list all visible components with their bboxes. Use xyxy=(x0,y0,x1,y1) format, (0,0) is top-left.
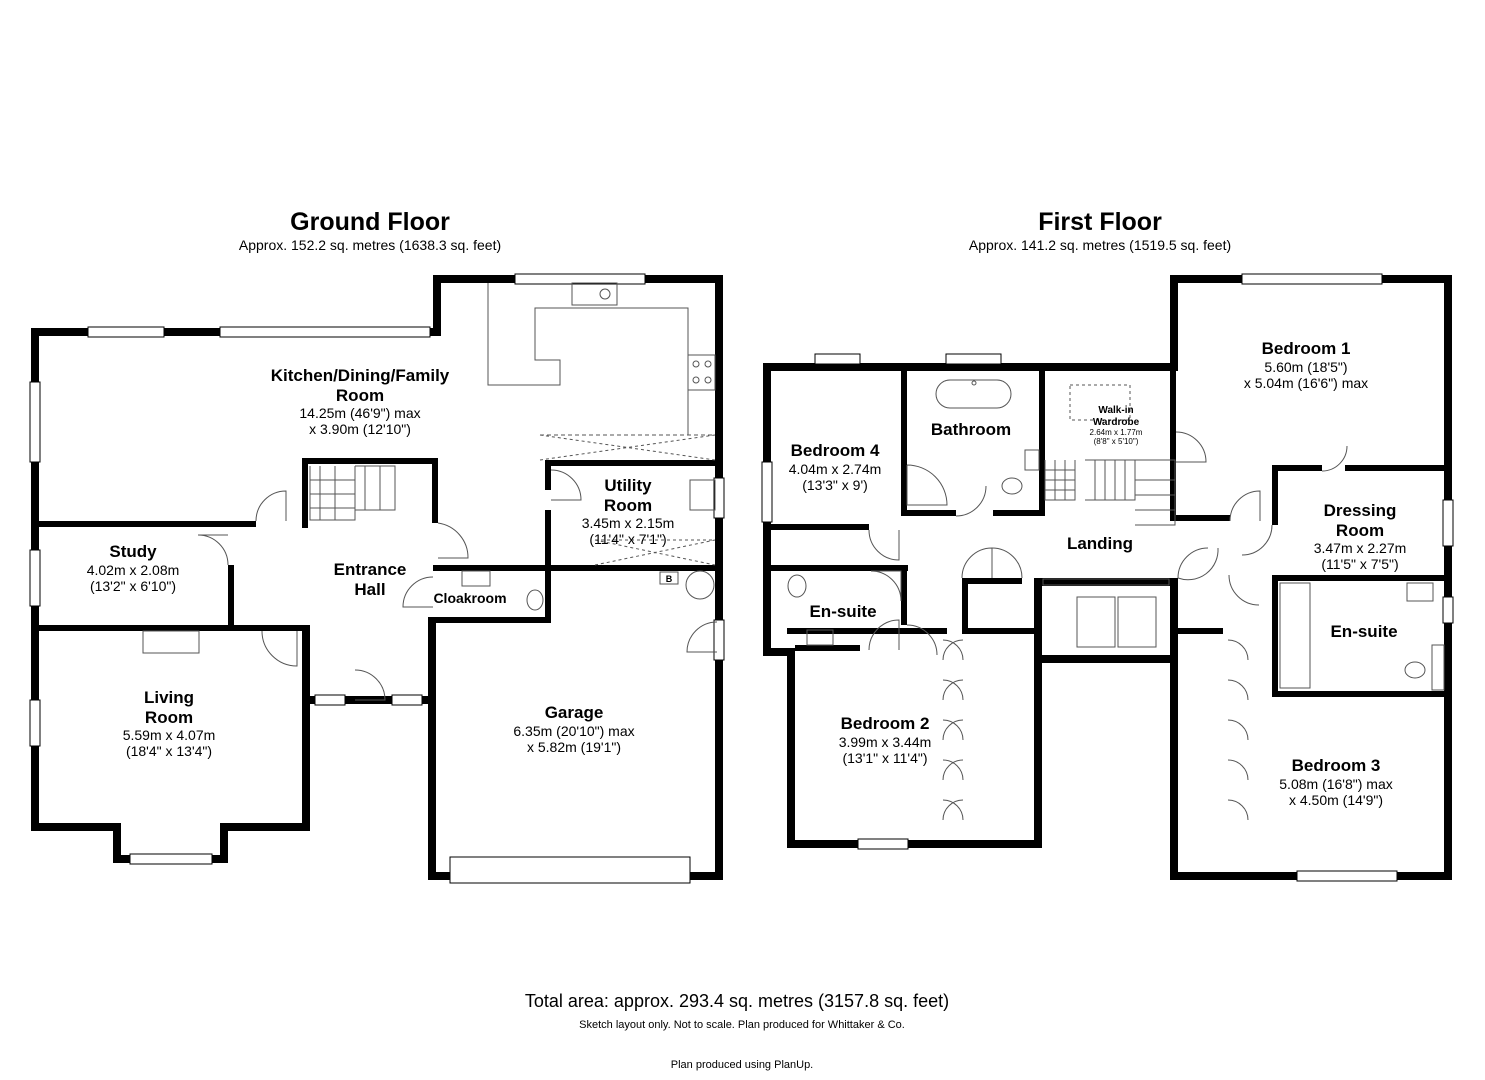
first-floor-heading: First Floor Approx. 141.2 sq. metres (15… xyxy=(969,208,1231,253)
disclaimer-note: Sketch layout only. Not to scale. Plan p… xyxy=(579,1019,905,1031)
room-name: En-suite xyxy=(1330,622,1398,641)
room-label-garage: Garage 6.35m (20'10") max x 5.82m (19'1"… xyxy=(513,703,634,755)
room-label-entrance-hall: Entrance Hall xyxy=(334,560,407,599)
room-dimensions: 4.04m x 2.74m xyxy=(788,460,882,477)
room-name: Bedroom 2 xyxy=(840,714,930,733)
room-dimensions: x 3.90m (12'10") xyxy=(309,421,411,438)
room-name: Cloakroom xyxy=(433,590,507,606)
room-label-bathroom: Bathroom xyxy=(931,420,1011,440)
room-name: Landing xyxy=(1066,534,1134,553)
room-label-bedroom-3: Bedroom 3 5.08m (16'8") max x 4.50m (14'… xyxy=(1279,756,1392,808)
room-label-cloakroom: Cloakroom xyxy=(433,590,506,606)
room-dimensions: 4.02m x 2.08m xyxy=(86,561,180,578)
room-dimensions: 3.99m x 3.44m xyxy=(838,733,932,750)
room-name: Hall xyxy=(354,579,386,599)
room-label-dressing-room: Dressing Room 3.47m x 2.27m (11'5" x 7'5… xyxy=(1314,501,1407,572)
room-name: Bedroom 1 xyxy=(1261,339,1351,358)
ground-floor-heading: Ground Floor Approx. 152.2 sq. metres (1… xyxy=(239,208,501,253)
room-dimensions: 3.47m x 2.27m xyxy=(1313,540,1407,557)
room-dimensions: (13'3" x 9') xyxy=(802,476,868,493)
room-dimensions: 3.45m x 2.15m xyxy=(581,515,675,532)
room-dimensions: (11'5" x 7'5") xyxy=(1321,556,1399,573)
room-label-ensuite-left: En-suite xyxy=(809,602,876,622)
room-name: Room xyxy=(335,385,385,405)
room-label-walk-in-wardrobe: Walk-in Wardrobe 2.64m x 1.77m (8'8" x 5… xyxy=(1090,405,1143,446)
room-name: Walk-in xyxy=(1098,405,1134,416)
ground-floor-area: Approx. 152.2 sq. metres (1638.3 sq. fee… xyxy=(238,236,502,253)
room-name: Room xyxy=(144,707,194,727)
plan-credit: Plan produced using PlanUp. xyxy=(670,1059,814,1071)
room-dimensions: (13'1" x 11'4") xyxy=(842,749,928,766)
ground-floor-windows xyxy=(29,273,725,884)
room-dimensions: 5.08m (16'8") max xyxy=(1279,775,1393,792)
room-dimensions: (11'4" x 7'1") xyxy=(589,531,667,548)
room-label-utility: Utility Room 3.45m x 2.15m (11'4" x 7'1"… xyxy=(582,476,675,547)
ground-floor-title: Ground Floor xyxy=(290,208,450,236)
first-floor-windows xyxy=(761,273,1454,882)
room-label-living: Living Room 5.59m x 4.07m (18'4" x 13'4"… xyxy=(123,688,216,759)
total-area: Total area: approx. 293.4 sq. metres (31… xyxy=(524,991,950,1011)
room-label-bedroom-2: Bedroom 2 3.99m x 3.44m (13'1" x 11'4") xyxy=(839,714,932,766)
room-name: Utility xyxy=(604,476,652,495)
room-dimensions: x 5.82m (19'1") xyxy=(526,738,621,755)
boiler-marker: B xyxy=(665,574,673,584)
room-name: Living xyxy=(143,688,195,707)
first-floor-area: Approx. 141.2 sq. metres (1519.5 sq. fee… xyxy=(968,236,1232,253)
room-name: Study xyxy=(109,542,157,561)
room-label-bedroom-1: Bedroom 1 5.60m (18'5") x 5.04m (16'6") … xyxy=(1244,339,1368,391)
room-dimensions: 6.35m (20'10") max xyxy=(513,722,635,739)
room-dimensions: x 5.04m (16'6") max xyxy=(1243,374,1369,391)
room-dimensions: 5.59m x 4.07m xyxy=(122,727,216,744)
room-name: Bathroom xyxy=(930,420,1012,439)
room-name: Entrance xyxy=(333,560,407,579)
room-dimensions: (8'8" x 5'10") xyxy=(1093,437,1139,447)
room-name: Room xyxy=(1335,520,1385,540)
room-dimensions: (18'4" x 13'4") xyxy=(125,743,213,760)
room-name: Bedroom 3 xyxy=(1291,756,1381,775)
room-dimensions: x 4.50m (14'9") xyxy=(1288,791,1383,808)
ground-floor-fixtures xyxy=(142,282,718,701)
room-name: Garage xyxy=(544,703,604,722)
room-label-kitchen: Kitchen/Dining/Family Room 14.25m (46'9"… xyxy=(271,366,450,437)
room-name: Wardrobe xyxy=(1092,416,1140,428)
first-floor-title: First Floor xyxy=(1038,208,1162,236)
room-label-bedroom-4: Bedroom 4 4.04m x 2.74m (13'3" x 9') xyxy=(789,441,882,493)
room-name: En-suite xyxy=(809,602,877,621)
room-name: Room xyxy=(603,495,653,515)
room-name: Bedroom 4 xyxy=(790,441,880,460)
room-dimensions: 2.64m x 1.77m xyxy=(1089,428,1143,437)
room-label-ensuite-right: En-suite xyxy=(1330,622,1397,642)
first-floor-fixtures xyxy=(787,379,1445,821)
room-name: Dressing xyxy=(1323,501,1397,520)
room-dimensions: 14.25m (46'9") max xyxy=(299,405,421,422)
room-name: Kitchen/Dining/Family xyxy=(270,366,450,385)
room-dimensions: (13'2" x 6'10") xyxy=(89,577,177,594)
room-label-landing: Landing xyxy=(1067,534,1133,554)
room-label-study: Study 4.02m x 2.08m (13'2" x 6'10") xyxy=(87,542,180,594)
room-dimensions: 5.60m (18'5") xyxy=(1264,358,1348,375)
